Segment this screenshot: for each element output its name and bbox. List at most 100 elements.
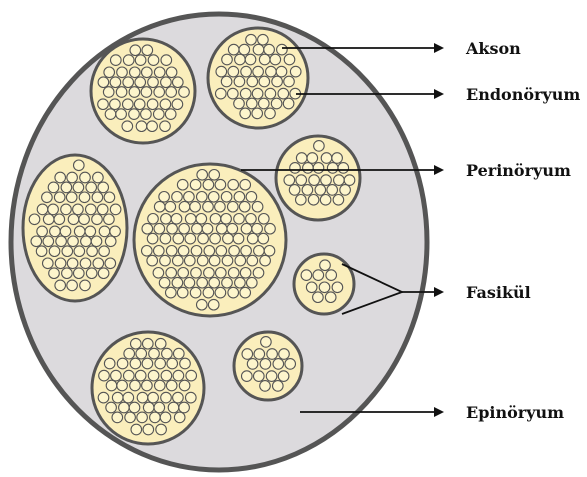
label-endonoryum: Endonöryum bbox=[466, 85, 580, 104]
axon bbox=[161, 214, 172, 225]
axon bbox=[153, 268, 164, 279]
axon bbox=[198, 233, 209, 244]
axon bbox=[148, 214, 159, 225]
axon bbox=[290, 66, 301, 77]
axon bbox=[60, 226, 71, 237]
axon bbox=[117, 67, 128, 78]
axon bbox=[123, 99, 134, 110]
axon bbox=[247, 98, 258, 109]
axon bbox=[36, 246, 47, 257]
axon bbox=[172, 192, 183, 203]
axon bbox=[117, 358, 128, 369]
axon bbox=[229, 246, 240, 257]
axon bbox=[143, 402, 154, 413]
axon bbox=[210, 214, 221, 225]
axon bbox=[290, 163, 301, 174]
axon bbox=[266, 66, 277, 77]
axon bbox=[48, 204, 59, 215]
axon bbox=[91, 236, 102, 247]
axon bbox=[154, 402, 165, 413]
axon bbox=[228, 268, 239, 279]
axon bbox=[119, 402, 130, 413]
axon bbox=[279, 349, 290, 360]
axon bbox=[259, 54, 270, 65]
axon bbox=[99, 246, 110, 257]
axon bbox=[142, 358, 153, 369]
axon bbox=[149, 348, 160, 359]
axon bbox=[228, 44, 239, 55]
labels: Akson Endonöryum Perinöryum Fasikül Epin… bbox=[465, 39, 580, 422]
axon bbox=[161, 392, 172, 403]
axon bbox=[202, 223, 213, 234]
axon bbox=[98, 392, 109, 403]
axon bbox=[67, 280, 78, 291]
axon bbox=[159, 277, 170, 288]
axon bbox=[333, 195, 344, 206]
axon bbox=[87, 246, 98, 257]
axon bbox=[129, 109, 140, 120]
axon bbox=[147, 99, 158, 110]
axon bbox=[156, 424, 167, 435]
axon bbox=[129, 87, 140, 98]
axon bbox=[314, 141, 325, 152]
axon bbox=[233, 233, 244, 244]
axon bbox=[61, 204, 72, 215]
axon bbox=[325, 292, 336, 303]
axon bbox=[254, 246, 265, 257]
axon bbox=[242, 371, 253, 382]
axon bbox=[68, 236, 79, 247]
axon bbox=[284, 175, 295, 186]
axon bbox=[209, 277, 220, 288]
axon bbox=[178, 246, 189, 257]
axon bbox=[103, 87, 114, 98]
axon bbox=[228, 287, 239, 298]
axon bbox=[326, 270, 337, 281]
axon bbox=[148, 55, 159, 66]
axon bbox=[154, 109, 165, 120]
axon bbox=[252, 223, 263, 234]
axon bbox=[106, 380, 117, 391]
axon bbox=[55, 172, 66, 183]
axon bbox=[185, 255, 196, 266]
axon bbox=[173, 392, 184, 403]
axon bbox=[106, 402, 117, 413]
axon bbox=[154, 87, 165, 98]
axon bbox=[192, 223, 203, 234]
axon bbox=[296, 175, 307, 186]
axon bbox=[79, 214, 90, 225]
axon bbox=[37, 226, 48, 237]
axon bbox=[86, 182, 97, 193]
axon bbox=[178, 268, 189, 279]
axon bbox=[161, 370, 172, 381]
axon bbox=[166, 246, 177, 257]
axon bbox=[160, 233, 171, 244]
axon bbox=[271, 98, 282, 109]
axon bbox=[179, 201, 190, 212]
axon bbox=[254, 349, 265, 360]
axon bbox=[131, 424, 142, 435]
axon bbox=[117, 380, 128, 391]
axon bbox=[111, 370, 122, 381]
axon bbox=[197, 170, 208, 181]
axon bbox=[142, 380, 153, 391]
axon bbox=[161, 55, 172, 66]
axon bbox=[43, 258, 54, 269]
axon bbox=[228, 66, 239, 77]
axon bbox=[134, 99, 145, 110]
axon bbox=[110, 99, 121, 110]
axon bbox=[246, 192, 257, 203]
axon bbox=[80, 258, 91, 269]
axon bbox=[62, 246, 73, 257]
axon bbox=[184, 277, 195, 288]
axon bbox=[296, 195, 307, 206]
axon bbox=[122, 121, 133, 132]
axon bbox=[221, 192, 232, 203]
axon bbox=[135, 77, 146, 88]
axon bbox=[92, 192, 103, 203]
axon bbox=[31, 236, 42, 247]
axon bbox=[221, 76, 232, 87]
axon bbox=[172, 277, 183, 288]
axon bbox=[216, 223, 227, 234]
axon bbox=[99, 370, 110, 381]
axon bbox=[247, 277, 258, 288]
